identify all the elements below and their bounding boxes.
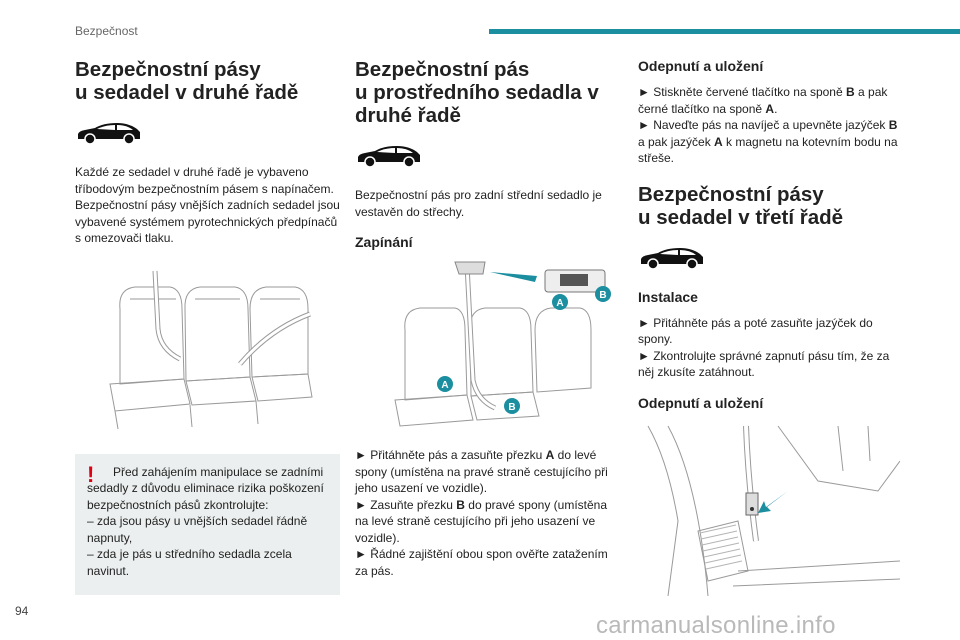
middle-seatbelt-illustration: A B A B xyxy=(394,261,611,427)
subheading-instalace: Instalace xyxy=(638,288,698,305)
body-text: Bezpečnostní pás pro zadní střední sedad… xyxy=(355,188,602,219)
column-1: Bezpečnostní pásy u sedadel v druhé řadě… xyxy=(75,58,340,595)
car-icon xyxy=(78,123,140,145)
page-number: 94 xyxy=(15,604,29,618)
warning-box: ! Před zahájením manipulace se zadními s… xyxy=(75,453,340,595)
step-text: ► Zasuňte přezku B do pravé spony (umíst… xyxy=(355,497,608,545)
car-icon xyxy=(358,146,420,168)
subheading-odepnuti: Odepnutí a uložení xyxy=(638,394,764,411)
header-accent-bar xyxy=(489,29,960,34)
column-2: Bezpečnostní pás u prostředního sedadla … xyxy=(355,58,620,579)
car-icon xyxy=(641,247,703,270)
step-text: ► Přitáhněte pás a poté zasuňte jazýček … xyxy=(638,315,873,347)
body-text: Každé ze sedadel v druhé řadě je vybaven… xyxy=(75,165,340,245)
label-b: B xyxy=(599,290,606,301)
label-a: A xyxy=(556,298,563,309)
warning-item: – zda je pás u středního sedadla zcela n… xyxy=(87,547,292,578)
section-header: Bezpečnost xyxy=(75,24,138,38)
step-text: ► Zkontrolujte správné zapnutí pásu tím,… xyxy=(638,348,890,380)
column-3: Odepnutí a uložení ► Stiskněte červené t… xyxy=(638,58,903,596)
label-b: B xyxy=(508,402,515,413)
warning-exclamation-icon: ! xyxy=(87,461,95,487)
section-title-second-row: Bezpečnostní pásy u sedadel v druhé řadě xyxy=(75,58,299,104)
step-text: ► Stiskněte červené tlačítko na sponě B … xyxy=(638,85,888,116)
warning-intro: Před zahájením manipulace se zadními sed… xyxy=(87,464,324,512)
third-row-seatbelt-illustration xyxy=(647,425,900,596)
subheading-odepnuti: Odepnutí a uložení xyxy=(638,58,764,74)
step-text: ► Přitáhněte pás a zasuňte přezku A do l… xyxy=(355,448,608,495)
section-title-third-row: Bezpečnostní pásy u sedadel v třetí řadě xyxy=(638,182,844,229)
watermark: carmanualsonline.info xyxy=(596,612,836,639)
step-text: ► Naveďte pás na navíječ a upevněte jazý… xyxy=(638,118,898,165)
warning-item: – zda jsou pásy u vnějších sedadel řádně… xyxy=(87,514,308,545)
label-a: A xyxy=(441,380,448,391)
second-row-seatbelt-illustration xyxy=(109,270,313,429)
step-text: ► Řádné zajištění obou spon ověřte zataž… xyxy=(355,547,608,578)
section-title-middle-seat: Bezpečnostní pás u prostředního sedadla … xyxy=(355,58,599,127)
subheading-zapinani: Zapínání xyxy=(355,234,413,250)
